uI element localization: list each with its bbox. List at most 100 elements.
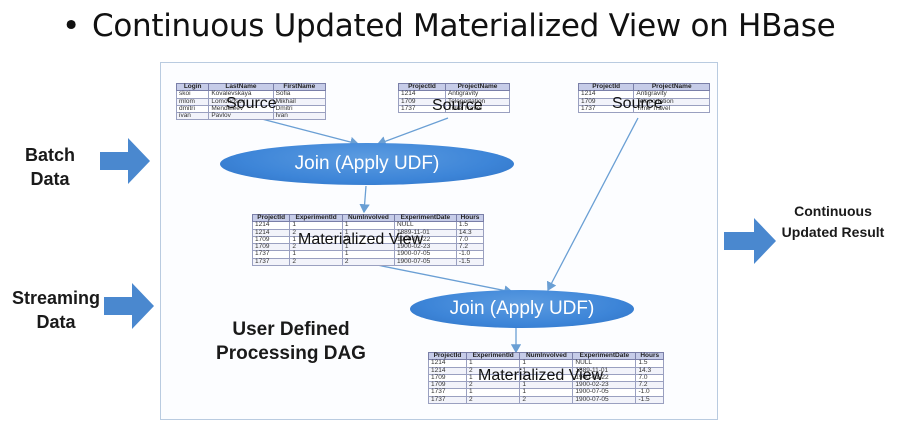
result-label-line1: Continuous	[794, 203, 872, 219]
table-cell: 1900-02-23	[572, 381, 637, 390]
column-header: ProjectId	[577, 82, 635, 92]
column-header: FirstName	[272, 82, 327, 92]
column-header: Hours	[455, 213, 485, 223]
table-cell: NULL	[393, 221, 457, 230]
table-cell: -1.5	[455, 257, 485, 267]
column-header: ExperimentId	[465, 351, 521, 361]
table-cell: Antigravity	[444, 90, 511, 99]
table-cell: 2	[341, 257, 395, 267]
dag-label: User Defined Processing DAG	[216, 318, 366, 366]
table-cell: 1	[341, 228, 395, 237]
join-ellipse-1: Join (Apply UDF)	[220, 143, 514, 185]
table-cell: 1	[519, 366, 574, 375]
table-cell: 1737	[428, 395, 467, 405]
table-cell: skoi	[175, 90, 210, 99]
table-cell: -1.0	[635, 388, 664, 397]
table-cell: 1	[465, 359, 521, 368]
table-cell: NULL	[572, 359, 637, 368]
column-header: ProjectName	[633, 82, 710, 92]
batch-label-line2: Data	[30, 169, 70, 189]
table-cell: 1889-11-01	[572, 366, 637, 375]
table-cell: -1.5	[635, 395, 664, 405]
table-cell: 14.3	[455, 228, 485, 237]
table-cell: 1.5	[455, 221, 485, 230]
table-cell: 1	[289, 235, 343, 245]
streaming-data-label: Streaming Data	[2, 286, 110, 334]
connector-source2-join1	[376, 117, 449, 147]
table-cell: Time Travel	[633, 104, 710, 114]
column-header: Login	[175, 82, 210, 92]
batch-data-label: Batch Data	[10, 143, 90, 191]
table-cell: 1214	[251, 221, 291, 230]
table-cell: 1737	[398, 104, 446, 114]
connector-view1-join2	[371, 263, 514, 296]
table-cell: 1900-07-05	[572, 395, 637, 405]
table-cell: 1	[341, 243, 395, 252]
table-cell: 1	[519, 388, 574, 397]
table-cell: Pavlov	[208, 112, 274, 121]
table-cell: 1.5	[635, 359, 664, 368]
table-cell: Sofia	[272, 90, 327, 99]
table-cell: 2	[519, 373, 574, 383]
table-cell: Teleportation	[633, 97, 710, 106]
join-ellipse-2: Join (Apply UDF)	[410, 290, 634, 328]
table-cell: 1900-01-22	[572, 373, 637, 383]
table-cell: 7.2	[635, 381, 664, 390]
column-header: ExperimentDate	[572, 351, 637, 361]
table-cell: 1	[289, 221, 343, 230]
streaming-label-line1: Streaming	[11, 288, 101, 308]
column-header: NumInvolved	[341, 213, 395, 223]
continuous-result-label: Continuous Updated Result	[770, 201, 896, 243]
table-cell: 1737	[577, 104, 635, 114]
table-cell: 2	[465, 381, 521, 390]
table-cell: Kovalevskaya	[208, 90, 274, 99]
table-cell: 1	[465, 388, 521, 397]
table-cell: 2	[341, 235, 395, 245]
table-cell: 1	[519, 381, 574, 390]
result-label-line2: Updated Result	[781, 224, 885, 240]
table-cell: 2	[289, 257, 343, 267]
batch-label-line1: Batch	[24, 145, 75, 165]
table-cell: 1737	[251, 250, 291, 259]
table-cell: 1	[341, 221, 395, 230]
join-label-2: Join (Apply UDF)	[449, 298, 595, 319]
table-cell: dmitri	[175, 104, 210, 114]
slide-title: •Continuous Updated Materialized View on…	[62, 8, 836, 44]
table-cell: 1	[519, 359, 574, 368]
table-cell: 1	[465, 373, 521, 383]
table-cell: -1.0	[455, 250, 485, 259]
connector-source1-join1	[257, 117, 360, 148]
table-cell: 2	[465, 366, 521, 375]
table-cell: 1900-07-05	[572, 388, 637, 397]
table-cell: 1214	[577, 90, 635, 99]
table-cell: Antigravity	[633, 90, 710, 99]
table-cell: 1214	[428, 359, 467, 368]
table-cell: 1	[289, 250, 343, 259]
streaming-label-line2: Data	[36, 312, 76, 332]
table-cell: ivan	[175, 112, 210, 121]
streaming-arrow-icon	[104, 283, 154, 329]
table-cell: 7.0	[635, 373, 664, 383]
table-cell: 1	[341, 250, 395, 259]
table-cell: 1900-07-05	[393, 257, 457, 267]
